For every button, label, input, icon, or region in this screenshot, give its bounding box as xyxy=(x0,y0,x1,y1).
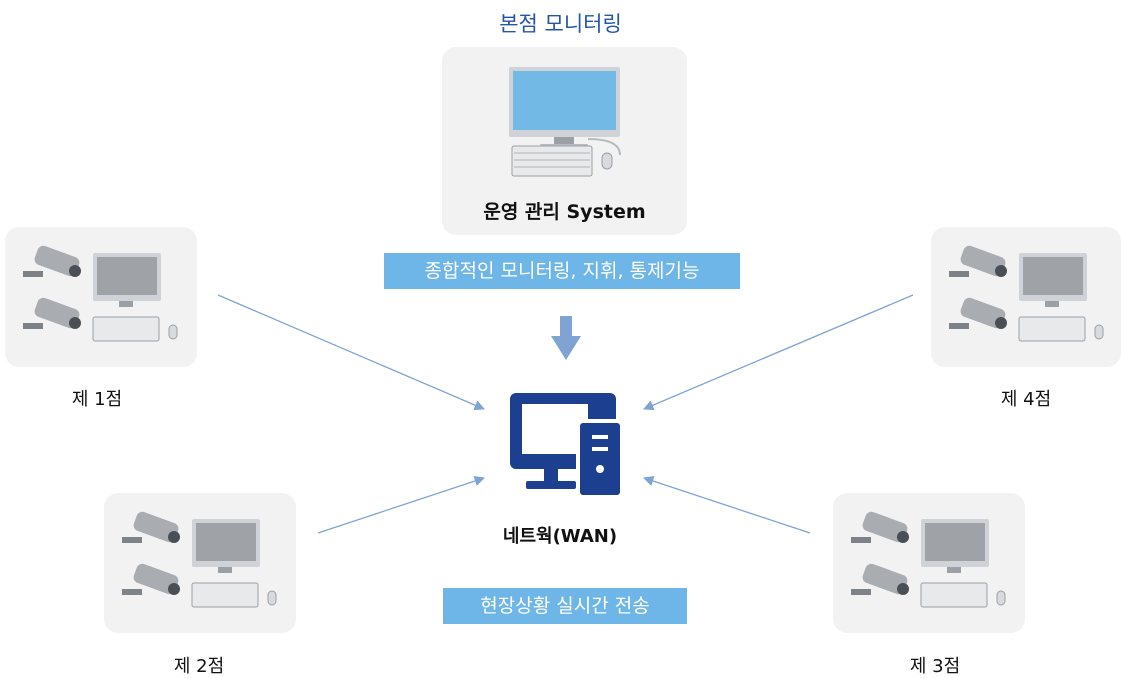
site-card-1 xyxy=(5,227,197,367)
site-card-2 xyxy=(104,493,296,633)
cctv-workstation-icon xyxy=(122,511,277,608)
arrow-site-2 xyxy=(317,476,485,534)
operation-system-label: 운영 관리 System xyxy=(483,201,646,223)
site-label-2: 제 2점 xyxy=(173,656,225,677)
site-label-3: 제 3점 xyxy=(909,656,961,677)
site-card-3 xyxy=(833,493,1025,633)
network-label: 네트웍(WAN) xyxy=(502,526,618,547)
cctv-workstation-icon xyxy=(851,511,1006,608)
desktop-computer-icon xyxy=(509,67,621,177)
function-band: 종합적인 모니터링, 지휘, 통제기능 xyxy=(384,253,740,289)
transfer-band: 현장상황 실시간 전송 xyxy=(443,588,687,624)
cctv-workstation-icon xyxy=(949,245,1104,342)
arrow-site-4 xyxy=(643,294,914,411)
headquarters-card: 운영 관리 System xyxy=(442,47,687,235)
server-monitor-icon xyxy=(510,393,622,495)
cctv-workstation-icon xyxy=(23,245,178,342)
arrow-site-1 xyxy=(217,294,485,411)
site-label-1: 제 1점 xyxy=(71,389,123,410)
arrow-site-3 xyxy=(643,476,811,534)
site-label-4: 제 4점 xyxy=(1000,389,1052,410)
site-card-4 xyxy=(931,227,1121,367)
down-arrow-icon xyxy=(551,316,581,360)
headquarters-title: 본점 모니터링 xyxy=(499,12,622,36)
